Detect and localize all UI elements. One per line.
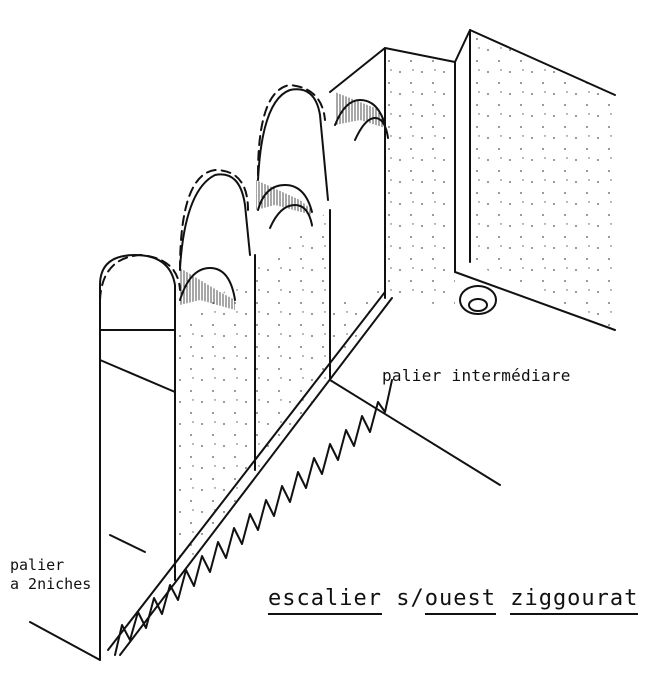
niche-shadow-1 [180, 268, 235, 310]
caption-word-1: escalier [268, 586, 382, 615]
drain-hole [459, 285, 497, 315]
niche-landing-label-line2: a 2niches [10, 574, 92, 593]
intermediate-landing-label: palier intermédiare [382, 366, 571, 385]
niche-arch-1 [179, 267, 236, 301]
stair-treads [114, 379, 393, 656]
stair-rail-upper [107, 291, 386, 651]
intermediate-landing-edge [329, 379, 501, 486]
drawing-caption: escalier s/ouest ziggourat [268, 586, 639, 615]
caption-word-2: s/ [396, 586, 425, 611]
caption-word-3: ouest [424, 586, 496, 615]
stair-rail-lower [119, 297, 393, 656]
wall-stipple-upper [470, 30, 615, 330]
wall-stipple-front [385, 48, 455, 310]
niche-arch-2 [257, 184, 313, 213]
niche-vault-3 [257, 88, 329, 201]
caption-word-4: ziggourat [510, 586, 639, 615]
niche-landing-edge [29, 621, 101, 661]
niche-arch-3 [334, 99, 386, 126]
niche-landing-label-line1: palier [10, 556, 65, 574]
niche-vault-2 [179, 173, 251, 269]
top-block-base [454, 271, 616, 331]
niche-landing-label: palier a 2niches [10, 556, 91, 594]
